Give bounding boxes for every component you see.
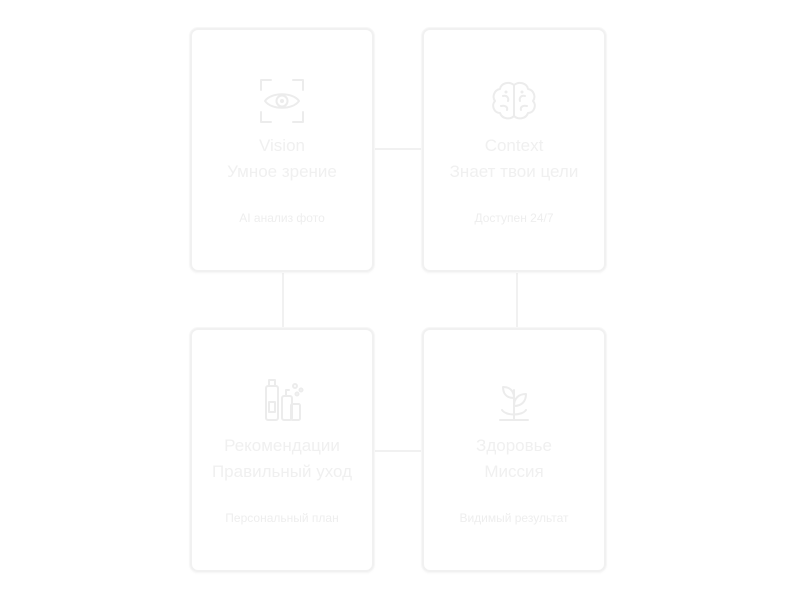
card-context: Context Знает твои цели Доступен 24/7: [422, 28, 606, 272]
brain-icon: [489, 76, 539, 126]
card-subtitle: Умное зрение: [227, 162, 337, 181]
skincare-products-icon: [257, 376, 307, 426]
card-subtitle: Миссия: [484, 462, 544, 481]
card-health: Здоровье Миссия Видимый результат: [422, 328, 606, 572]
eye-scan-icon: [257, 76, 307, 126]
card-title: Рекомендации: [224, 436, 340, 455]
card-caption: Персональный план: [225, 511, 339, 525]
card-vision: Vision Умное зрение AI анализ фото: [190, 28, 374, 272]
card-recommendations: Рекомендации Правильный уход Персональны…: [190, 328, 374, 572]
card-title: Здоровье: [476, 436, 552, 455]
card-caption: Доступен 24/7: [474, 211, 554, 225]
connector-context-health: [516, 272, 518, 328]
card-title: Context: [484, 136, 544, 155]
card-caption: Видимый результат: [459, 511, 569, 525]
connector-vision-context: [374, 148, 422, 150]
card-subtitle: Правильный уход: [211, 462, 353, 481]
plant-sprout-icon: [489, 376, 539, 426]
card-caption: AI анализ фото: [239, 211, 325, 225]
card-title: Vision: [259, 136, 305, 155]
connector-vision-recommendations: [282, 272, 284, 328]
connector-recommendations-health: [374, 450, 422, 452]
card-subtitle: Знает твои цели: [449, 162, 579, 181]
